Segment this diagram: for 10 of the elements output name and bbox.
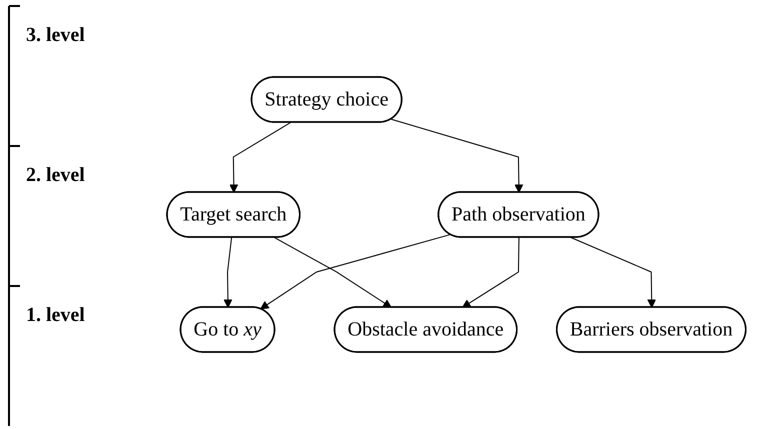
level-label: 3. level — [26, 24, 85, 47]
arrow — [390, 118, 523, 193]
level-label: 2. level — [26, 164, 85, 187]
arrow — [273, 237, 392, 308]
arrow — [229, 122, 291, 193]
arrow — [570, 237, 656, 308]
level-label: 1. level — [26, 304, 85, 327]
arrow — [223, 237, 232, 308]
arrow — [260, 234, 450, 310]
arrow — [462, 237, 520, 308]
